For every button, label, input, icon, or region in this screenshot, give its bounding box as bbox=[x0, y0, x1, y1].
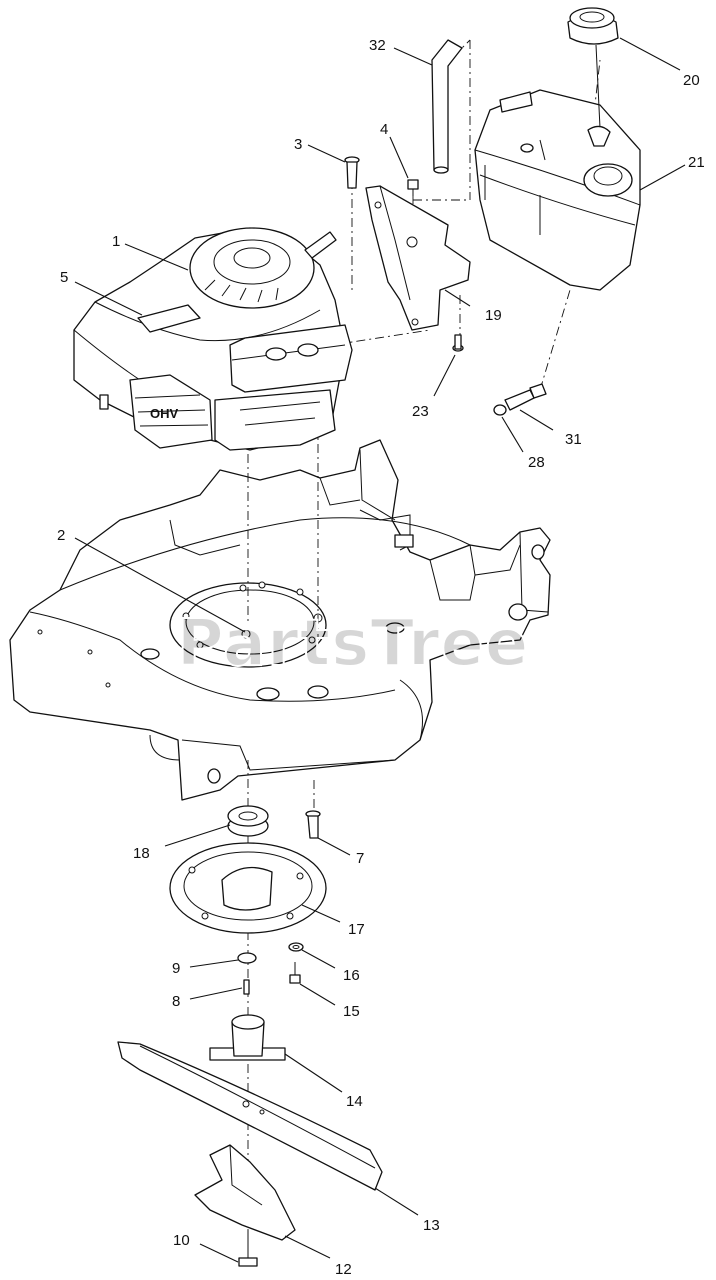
callout-16: 16 bbox=[343, 967, 360, 984]
callout-8: 8 bbox=[172, 993, 180, 1010]
callout-3: 3 bbox=[294, 136, 302, 153]
callout-4: 4 bbox=[380, 121, 388, 138]
callout-17: 17 bbox=[348, 921, 365, 938]
tank-bracket bbox=[365, 185, 471, 331]
callout-13: 13 bbox=[423, 1217, 440, 1234]
callout-15: 15 bbox=[343, 1003, 360, 1020]
callout-21: 21 bbox=[688, 154, 705, 171]
callout-7: 7 bbox=[356, 850, 364, 867]
engine-ohv-badge: OHV bbox=[150, 406, 179, 421]
mower-deck bbox=[9, 439, 551, 801]
fuel-tank bbox=[474, 89, 641, 291]
callout-32: 32 bbox=[369, 37, 386, 54]
callout-1: 1 bbox=[112, 233, 120, 250]
callout-23: 23 bbox=[412, 403, 429, 420]
fuel-cap bbox=[567, 7, 619, 147]
leader-lines bbox=[74, 37, 686, 1263]
watermark-text: PartsTree bbox=[177, 607, 530, 681]
callout-9: 9 bbox=[172, 960, 180, 977]
callout-20: 20 bbox=[683, 72, 700, 89]
callout-2: 2 bbox=[57, 527, 65, 544]
callout-28: 28 bbox=[528, 454, 545, 471]
callout-10: 10 bbox=[173, 1232, 190, 1249]
hardware bbox=[117, 156, 547, 1267]
engine: OHV bbox=[73, 227, 353, 451]
callout-5: 5 bbox=[60, 269, 68, 286]
callout-12: 12 bbox=[335, 1261, 352, 1278]
callout-18: 18 bbox=[133, 845, 150, 862]
fuel-line-hose bbox=[431, 39, 463, 174]
callout-labels: 32 20 3 4 21 1 5 19 23 31 28 2 18 7 17 9… bbox=[57, 37, 705, 1278]
callout-14: 14 bbox=[346, 1093, 363, 1110]
callout-19: 19 bbox=[485, 307, 502, 324]
callout-31: 31 bbox=[565, 431, 582, 448]
